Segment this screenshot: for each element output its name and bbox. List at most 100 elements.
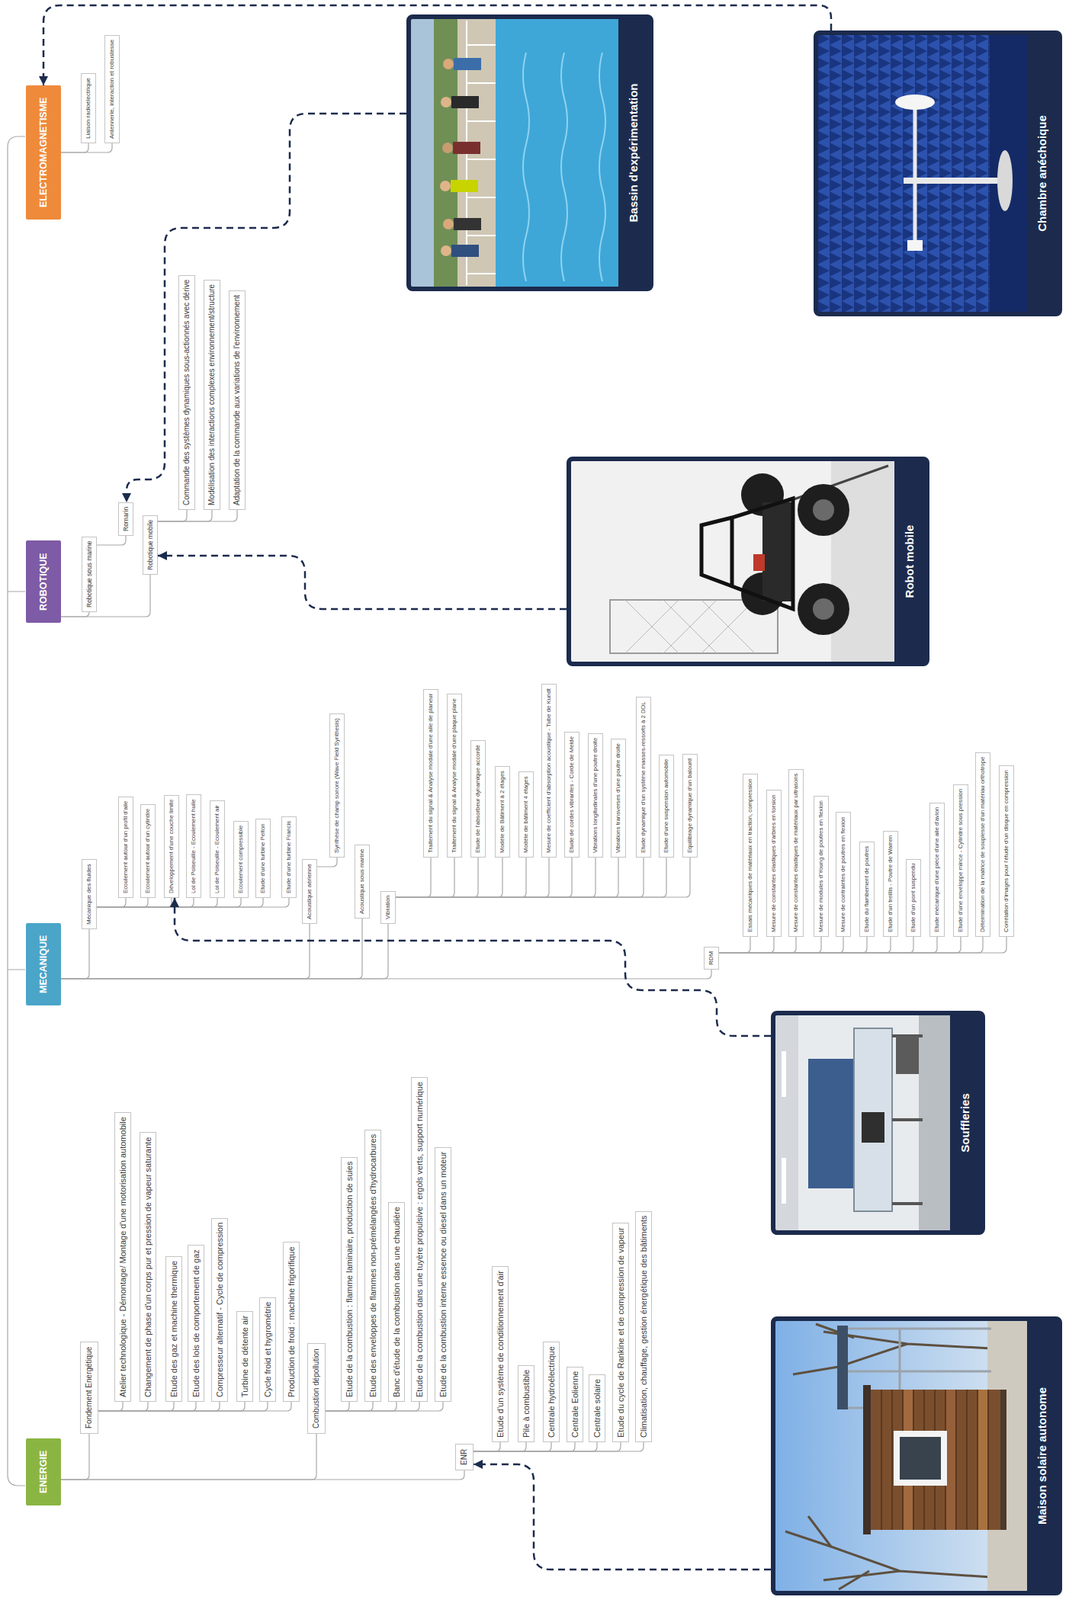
tree-branch bbox=[96, 898, 264, 908]
item-box: Traitement du signal & Analyse modale d'… bbox=[446, 693, 463, 858]
photo-caption: Maison solaire autonome bbox=[1027, 1321, 1058, 1592]
tree-branch bbox=[98, 1402, 123, 1412]
wind-tunnel-photo bbox=[775, 1015, 951, 1231]
item-label: Robotique sous marine bbox=[82, 541, 97, 608]
item-box: Centrale Eolienne bbox=[566, 1367, 584, 1443]
item-label: Vibrations longitudinales d'une poutre d… bbox=[588, 738, 603, 854]
item-label: Détermination de la matrice de souplesse… bbox=[975, 757, 990, 933]
light bbox=[781, 1158, 787, 1204]
tree-branch bbox=[719, 937, 751, 954]
item-box: Pile à combustible bbox=[517, 1365, 535, 1443]
tree-branch bbox=[96, 898, 148, 908]
category-box: ELECTROMAGNETISME bbox=[25, 85, 61, 220]
topic-box: Acoustique aérienne bbox=[301, 859, 318, 925]
item-label: Acoustique sous marine bbox=[355, 849, 370, 915]
item-label: Commande des systèmes dynamiques sous-ac… bbox=[179, 279, 195, 506]
item-label: Vibrations transverses d'une poutre droi… bbox=[611, 743, 626, 854]
item-box: Cycle froid et hygrométrie bbox=[259, 1297, 277, 1403]
item-label: Etude de la combustion interne essence o… bbox=[435, 1152, 451, 1398]
item-label: Etude d'un pont suspendu bbox=[906, 863, 921, 933]
item-label: Etude d'un système de conditionnement d'… bbox=[492, 1271, 508, 1439]
item-label: RDM bbox=[704, 951, 719, 966]
topic-box: Liaison radioélectrique bbox=[80, 73, 97, 144]
category-label: ELECTROMAGNETISME bbox=[25, 97, 61, 208]
tree-branch bbox=[60, 1434, 90, 1480]
item-box: Centrale solaire bbox=[588, 1374, 606, 1443]
tree-branch bbox=[395, 857, 549, 898]
item-label: Mesure de contraintes de poutres en flex… bbox=[836, 816, 851, 933]
tree-branch bbox=[395, 857, 431, 898]
item-label: Etude d'une turbine Pelton bbox=[256, 823, 270, 894]
item-label: Loi de Poiseuille - Ecoulement air bbox=[210, 805, 225, 894]
item-label: Antennerie, interaction et robustesse bbox=[105, 39, 119, 139]
item-label: Banc d'étude de la combustion dans une c… bbox=[388, 1207, 405, 1398]
person-head bbox=[443, 58, 454, 70]
item-label: Robotique mobile bbox=[143, 520, 158, 571]
item-label: Cycle froid et hygrométrie bbox=[260, 1302, 276, 1398]
tree-branch bbox=[719, 937, 844, 954]
tree-branch bbox=[325, 1402, 373, 1412]
item-box: Climatisation, chauffage, gestion énergé… bbox=[635, 1211, 652, 1443]
fence-mesh bbox=[625, 600, 755, 654]
item-box: Etude de l'absorbeur dynamique accordé bbox=[470, 740, 486, 858]
tree-branch bbox=[60, 1434, 317, 1480]
item-label: Ecoulement compressible bbox=[234, 825, 248, 894]
topic-box: Romarin bbox=[118, 502, 134, 537]
person-head bbox=[442, 142, 453, 154]
tree-branch bbox=[98, 1402, 174, 1412]
item-box: Etude du cycle de Rankine et de compress… bbox=[612, 1223, 630, 1443]
tree-branch bbox=[60, 1470, 465, 1480]
tree-branch bbox=[157, 510, 238, 522]
item-label: Centrale hydroélectrique bbox=[543, 1346, 559, 1439]
item-box: Détermination de la matrice de souplesse… bbox=[975, 752, 991, 938]
category-label: ENERGIE bbox=[25, 1451, 61, 1494]
item-box: Traitement du signal & Analyse modale d'… bbox=[423, 689, 439, 858]
roll-cage bbox=[701, 498, 793, 610]
item-label: Synthèse de champ sonore (Wave Field Syn… bbox=[330, 718, 344, 854]
tree-branch bbox=[719, 937, 797, 954]
item-label: Liaison radioélectrique bbox=[81, 77, 96, 139]
photo-frame: Robot mobile bbox=[566, 456, 930, 667]
chassis bbox=[762, 502, 793, 602]
tree-branch bbox=[395, 857, 667, 898]
tree-branch bbox=[719, 937, 867, 954]
tree-branch bbox=[719, 937, 983, 954]
topic-box: Robotique mobile bbox=[142, 515, 158, 575]
tree-branch bbox=[473, 1442, 621, 1452]
item-label: Equilibrage dynamique d'un balourd bbox=[683, 758, 697, 854]
tree-branch bbox=[473, 1442, 575, 1452]
item-box: Etude dynamique d'un système masses-ress… bbox=[635, 696, 652, 858]
item-box: Ecoulement autour d'un profil d'aile bbox=[118, 796, 134, 899]
topic-box: RDM bbox=[703, 947, 720, 970]
tree-branch bbox=[60, 143, 89, 153]
item-label: Ecoulement autour d'un cylindre bbox=[141, 808, 155, 894]
tree-branch bbox=[473, 1442, 598, 1452]
person-head bbox=[440, 96, 452, 108]
item-box: Production de froid : machine frigorifiq… bbox=[282, 1242, 300, 1403]
item-label: Etude des enveloppes de flammes non-prém… bbox=[365, 1134, 381, 1398]
tree-branch bbox=[96, 898, 241, 908]
item-box: Equilibrage dynamique d'un balourd bbox=[682, 754, 698, 858]
item-label: Etude d'une enveloppe mince - Cylindre s… bbox=[953, 789, 968, 933]
equipment bbox=[895, 1036, 919, 1075]
tree-branch bbox=[395, 857, 619, 898]
item-box: Etude d'un système de conditionnement d'… bbox=[491, 1266, 509, 1443]
item-box: Modèle de bâtiment 4 étages bbox=[518, 771, 534, 858]
item-label: Atelier technologique - Démontage/ Monta… bbox=[115, 1117, 131, 1398]
item-box: Compresseur alternatif - Cycle de compre… bbox=[211, 1218, 228, 1403]
tree-branch bbox=[395, 857, 691, 898]
item-box: Etude d'une suspension automobile bbox=[658, 754, 675, 858]
dashed-arrow bbox=[157, 555, 567, 610]
tree-branch bbox=[60, 574, 151, 617]
item-label: Corrélation d'images pour l'étude d'un d… bbox=[999, 770, 1014, 933]
mobile-robot-photo bbox=[571, 461, 895, 662]
tree-branch bbox=[60, 924, 389, 980]
tree-branch bbox=[473, 1442, 527, 1452]
item-box: Essais mécaniques de matériaux en tracti… bbox=[742, 773, 758, 938]
ripples bbox=[523, 52, 606, 282]
person-head bbox=[439, 180, 451, 192]
wooden-wall bbox=[870, 1390, 1001, 1531]
dashed-arrow bbox=[126, 113, 407, 503]
